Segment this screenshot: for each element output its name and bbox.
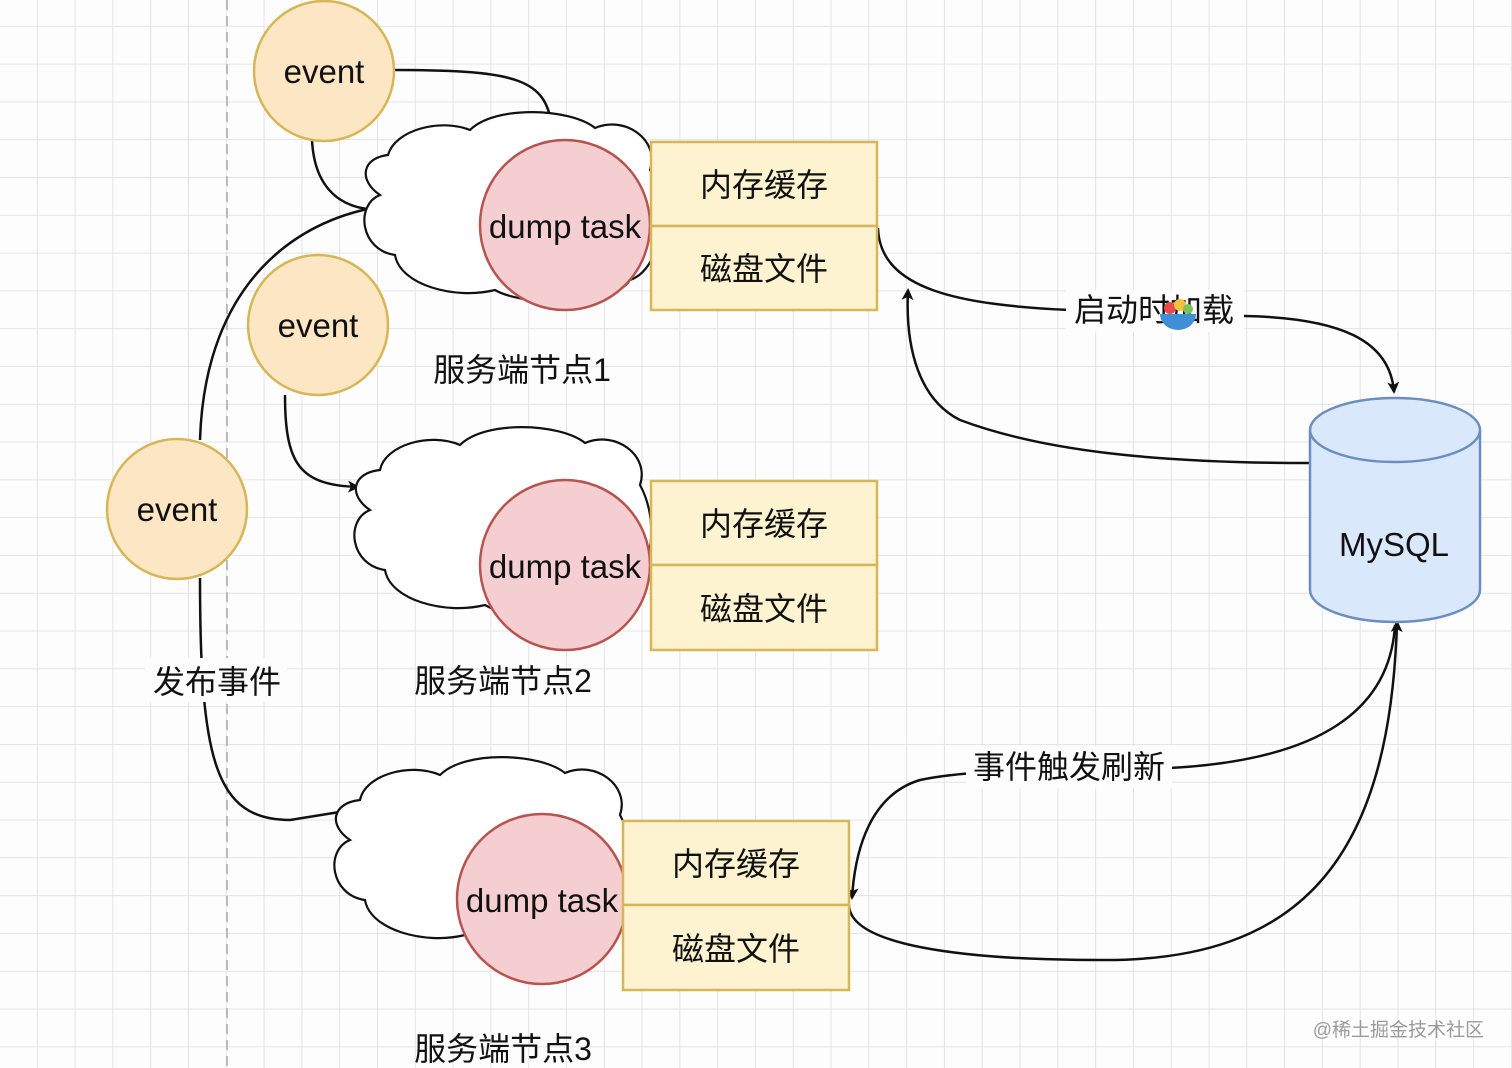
dump-task-label: dump task bbox=[466, 882, 619, 919]
event-circle bbox=[105, 437, 249, 581]
event-label: event bbox=[278, 307, 359, 344]
edge-event2-to-node2 bbox=[283, 394, 360, 493]
node-label: 服务端节点3 bbox=[414, 1031, 592, 1067]
edge-event1-to-node1 bbox=[394, 68, 557, 128]
memory-cache-cell bbox=[621, 819, 851, 907]
disk-file-cell bbox=[621, 903, 851, 992]
memory-cache-cell bbox=[649, 479, 879, 567]
node-label: 服务端节点1 bbox=[433, 352, 611, 388]
db-body bbox=[1308, 430, 1482, 624]
db-label: MySQL bbox=[1339, 526, 1449, 563]
publish-event-label: 发布事件 bbox=[153, 664, 281, 700]
disk-file-label: 磁盘文件 bbox=[672, 931, 800, 967]
bowl-icon bbox=[1160, 299, 1196, 330]
memory-cache-label: 内存缓存 bbox=[700, 506, 828, 542]
server-node-3: dump task 内存缓存 磁盘文件 服务端节点3 bbox=[414, 812, 851, 1067]
edge-node3-to-mysql bbox=[847, 620, 1403, 962]
edge-mysql-to-node1 bbox=[901, 288, 1311, 465]
dump-task-label: dump task bbox=[489, 548, 642, 585]
disk-file-cell bbox=[649, 563, 879, 652]
event-circle bbox=[246, 253, 390, 397]
refresh-label: 事件触发刷新 bbox=[973, 749, 1165, 785]
memory-cache-label: 内存缓存 bbox=[700, 167, 828, 203]
event-node-2: event bbox=[246, 253, 390, 397]
event-node-1: event bbox=[252, 0, 396, 143]
load-on-start-label: 启动时加载 bbox=[1074, 292, 1234, 328]
disk-file-label: 磁盘文件 bbox=[700, 591, 828, 627]
watermark: @稀土掘金技术社区 bbox=[1313, 1019, 1484, 1041]
event-circle bbox=[252, 0, 396, 143]
server-node-2: dump task 内存缓存 磁盘文件 服务端节点2 bbox=[414, 478, 879, 699]
memory-cache-label: 内存缓存 bbox=[672, 846, 800, 882]
event-label: event bbox=[284, 53, 365, 90]
node-label: 服务端节点2 bbox=[414, 663, 592, 699]
disk-file-label: 磁盘文件 bbox=[700, 251, 828, 287]
event-node-3: event bbox=[105, 437, 249, 581]
dump-task-label: dump task bbox=[489, 208, 642, 245]
event-label: event bbox=[137, 491, 218, 528]
disk-file-cell bbox=[649, 224, 879, 312]
mysql-database: MySQL bbox=[1308, 396, 1482, 624]
edge-event3-to-node3 bbox=[198, 577, 354, 822]
memory-cache-cell bbox=[649, 140, 879, 228]
edge-event3-up-to-node1 bbox=[198, 203, 393, 441]
server-node-1: dump task 内存缓存 磁盘文件 服务端节点1 bbox=[433, 138, 879, 388]
db-top bbox=[1308, 396, 1482, 464]
